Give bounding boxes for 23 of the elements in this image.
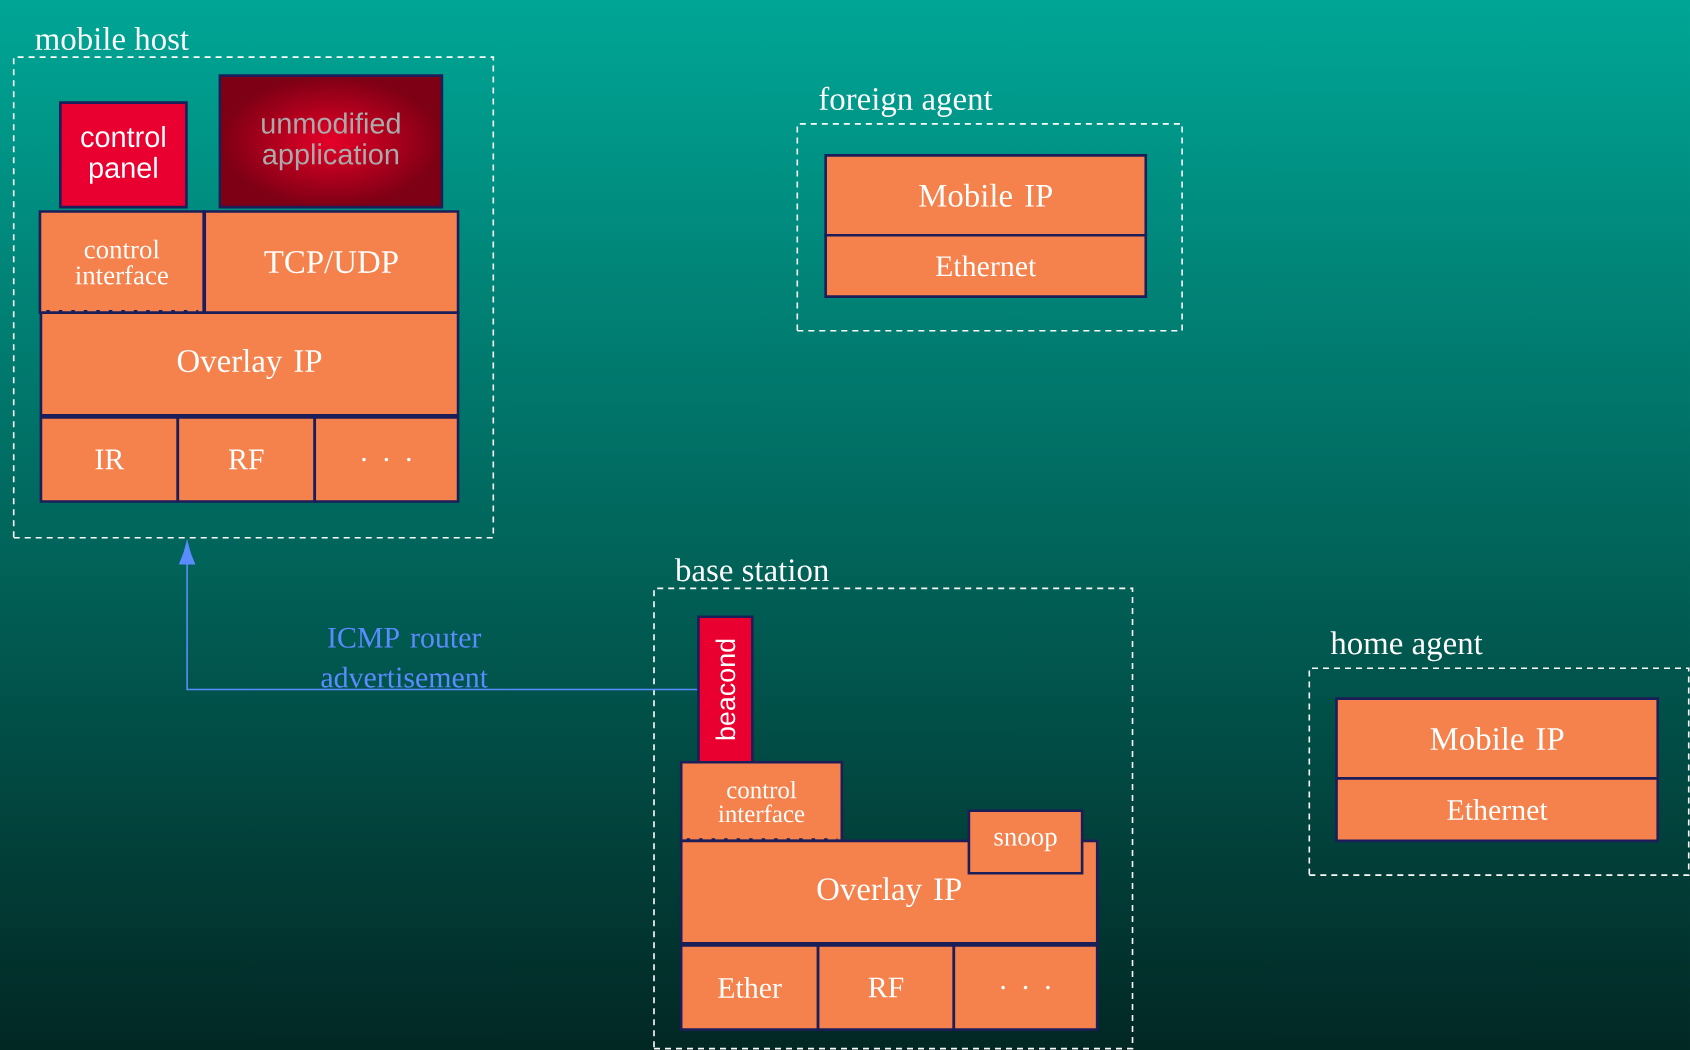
arrow xyxy=(179,541,698,691)
layer-box: . . . xyxy=(313,416,460,503)
layer-box: Mobile IP xyxy=(1335,697,1659,780)
node-label: foreign agent xyxy=(819,86,993,117)
layer-box: Ethernet xyxy=(1335,777,1659,843)
node-label: base station xyxy=(675,558,829,582)
layer-box: control interface xyxy=(38,210,205,315)
layer-box: RF xyxy=(816,944,956,1031)
control-panel-box: control panel xyxy=(59,101,188,209)
node-label: home agent xyxy=(1330,631,1483,662)
layer-box: IR xyxy=(39,416,180,503)
snoop-box: snoop xyxy=(967,809,1084,875)
edge-label: ICMP router advertisement xyxy=(321,627,488,688)
layer-box: RF xyxy=(176,416,317,503)
layer-box: . . . xyxy=(952,944,1099,1031)
layer-box: Ether xyxy=(679,944,820,1031)
layer-box: Mobile IP xyxy=(824,154,1148,237)
beacond-box: beacond xyxy=(697,615,754,764)
layer-box: TCP/UDP xyxy=(203,210,460,315)
layer-box: Ethernet xyxy=(824,233,1148,298)
layer-box: control interface xyxy=(679,760,844,843)
node-label: mobile host xyxy=(35,26,189,51)
application-box: unmodified application xyxy=(218,74,444,209)
